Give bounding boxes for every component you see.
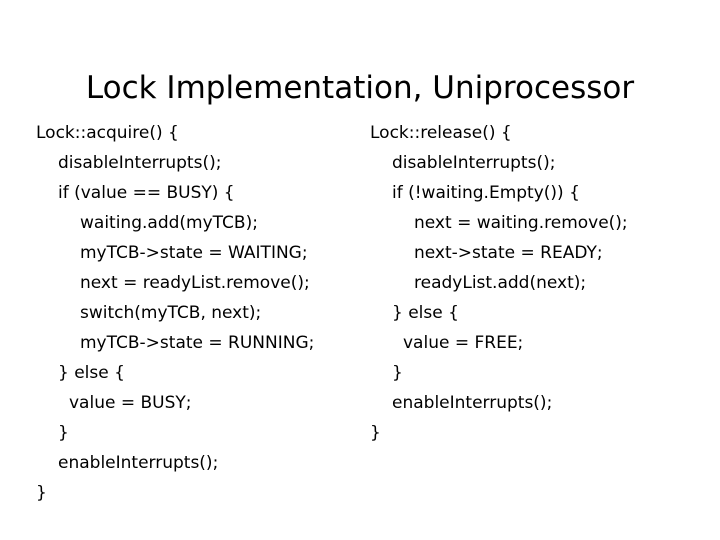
code-line: } — [392, 363, 403, 383]
code-line: } else { — [58, 363, 125, 383]
code-block-acquire: Lock::acquire() {disableInterrupts();if … — [36, 118, 366, 508]
code-line: disableInterrupts(); — [392, 153, 556, 173]
code-line: value = BUSY; — [69, 393, 192, 413]
code-line: enableInterrupts(); — [392, 393, 553, 413]
code-line: next->state = READY; — [414, 243, 603, 263]
code-line: disableInterrupts(); — [58, 153, 222, 173]
code-line: if (value == BUSY) { — [58, 183, 235, 203]
code-line: } — [36, 483, 47, 503]
code-line: Lock::acquire() { — [36, 123, 179, 143]
code-line: next = readyList.remove(); — [80, 273, 310, 293]
code-line: } else { — [392, 303, 459, 323]
code-line: value = FREE; — [403, 333, 524, 353]
code-line: Lock::release() { — [370, 123, 512, 143]
code-line: } — [58, 423, 69, 443]
code-line: myTCB->state = WAITING; — [80, 243, 308, 263]
page-title: Lock Implementation, Uniprocessor — [85, 69, 635, 106]
code-line: switch(myTCB, next); — [80, 303, 262, 323]
code-line: if (!waiting.Empty()) { — [392, 183, 580, 203]
code-line: enableInterrupts(); — [58, 453, 219, 473]
code-line: waiting.add(myTCB); — [80, 213, 258, 233]
code-line: next = waiting.remove(); — [414, 213, 628, 233]
code-listing-container: Lock::acquire() {disableInterrupts();if … — [0, 118, 720, 518]
code-line: readyList.add(next); — [414, 273, 587, 293]
code-line: } — [370, 423, 381, 443]
code-block-release: Lock::release() {disableInterrupts();if … — [370, 118, 700, 448]
code-line: myTCB->state = RUNNING; — [80, 333, 315, 353]
